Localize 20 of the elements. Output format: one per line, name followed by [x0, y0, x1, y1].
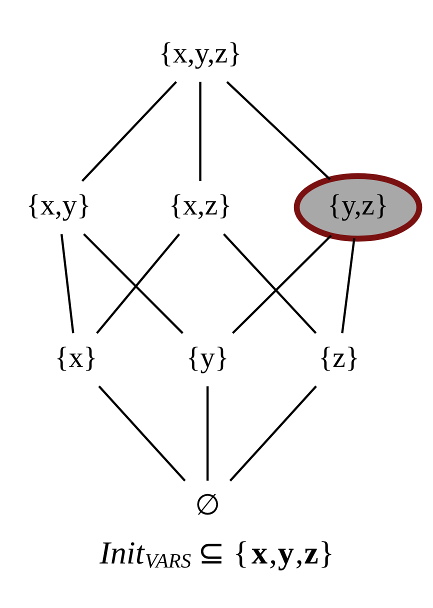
connector	[83, 232, 184, 334]
connector	[232, 234, 332, 334]
node-text: {x,y}	[26, 189, 91, 222]
connector	[60, 234, 74, 333]
connector	[341, 238, 356, 333]
node-text: {x,z}	[168, 189, 232, 222]
connector	[98, 385, 186, 481]
connector	[199, 81, 202, 180]
connector	[96, 232, 180, 334]
node-text: ∅	[195, 488, 220, 521]
connector	[81, 80, 178, 182]
node-text: {z}	[318, 341, 360, 374]
connector	[206, 386, 209, 480]
node-text: {x}	[54, 341, 98, 374]
connector	[229, 385, 317, 481]
node-text: {y}	[186, 341, 229, 374]
connector	[223, 232, 317, 334]
node-text: {x,y,z}	[158, 36, 242, 69]
node-ellipse: {y,z}	[294, 172, 422, 242]
connector	[226, 80, 331, 180]
